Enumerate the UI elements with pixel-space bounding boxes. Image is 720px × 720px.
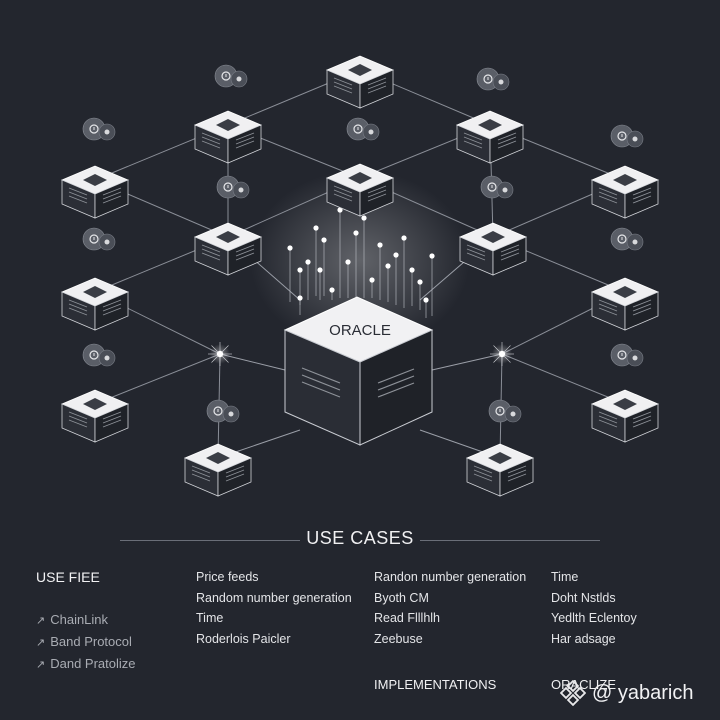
section-title: USE CASES <box>306 528 414 548</box>
signal-dot <box>345 259 351 298</box>
oracle-cube: ORACLE <box>283 296 434 446</box>
use-case-item: Zeebuse <box>374 632 423 646</box>
network-node <box>183 443 253 497</box>
token-icon <box>480 175 514 199</box>
network-node <box>60 277 130 331</box>
use-case-item: Har adsage <box>551 632 616 646</box>
signal-dot <box>329 287 335 300</box>
signal-dot <box>393 252 399 305</box>
use-case-item: Random number generation <box>196 591 352 605</box>
signal-dot <box>417 279 423 310</box>
token-icon <box>82 117 116 141</box>
network-node <box>60 165 130 219</box>
use-case-item: Price feeds <box>196 570 259 584</box>
arrow-icon: ↗ <box>36 659 46 671</box>
token-icons <box>82 64 644 423</box>
signal-dot <box>305 259 311 300</box>
signal-dot <box>423 297 429 318</box>
use-case-item: Time <box>196 611 224 625</box>
signal-dot <box>401 235 407 308</box>
junction-hub <box>208 342 232 366</box>
network-node <box>465 443 535 497</box>
oracle-link <box>219 353 286 371</box>
token-icon <box>346 117 380 141</box>
signal-dot <box>369 277 375 298</box>
token-icon <box>216 175 250 199</box>
token-icon <box>610 124 644 148</box>
signal-dot <box>287 245 293 302</box>
signal-dot <box>409 267 415 306</box>
use-case-item: Randon number generation <box>374 570 527 584</box>
divider-right <box>420 540 600 541</box>
use-case-item: Yedlth Eclentoy <box>551 611 637 625</box>
network-node <box>193 110 263 164</box>
list-item: ↗Dand Pratolize <box>36 656 136 671</box>
token-icon <box>82 343 116 367</box>
use-case-item: Roderlois Paicler <box>196 632 291 646</box>
watermark: @ yabarich <box>560 680 693 706</box>
token-icon <box>610 227 644 251</box>
oracle-glow <box>250 170 470 350</box>
network-node <box>325 163 395 217</box>
signal-dot <box>297 295 303 315</box>
junction-hub <box>490 342 514 366</box>
list-item: ↗Band Protocol <box>36 634 132 649</box>
token-icon <box>214 64 248 88</box>
use-fiee-heading: USE FIEE <box>36 569 100 585</box>
network-node <box>590 277 660 331</box>
token-icon <box>610 343 644 367</box>
implementations-label: IMPLEMENTATIONS <box>374 677 497 692</box>
oracle-network-diagram: ORACLE <box>60 55 660 497</box>
use-case-item: Time <box>551 570 579 584</box>
signal-dot <box>321 237 327 296</box>
list-item: ↗ChainLink <box>36 612 109 627</box>
token-icon <box>206 399 240 423</box>
oracle-link <box>431 353 503 371</box>
network-node <box>458 222 528 276</box>
network-nodes <box>60 55 660 497</box>
junction-hubs <box>208 342 514 366</box>
signal-dot <box>429 253 435 316</box>
signal-dot <box>353 230 359 298</box>
binance-logo-icon <box>560 680 586 706</box>
signal-dot <box>377 242 383 300</box>
network-node <box>193 222 263 276</box>
signal-dot <box>385 263 391 302</box>
token-icon <box>476 67 510 91</box>
use-case-item: Read Flllhlh <box>374 611 441 625</box>
arrow-icon: ↗ <box>36 615 46 627</box>
signal-dot <box>361 215 367 298</box>
signal-dot <box>317 267 323 300</box>
network-node <box>590 389 660 443</box>
watermark-text: @ yabarich <box>592 681 694 704</box>
oracle-label: ORACLE <box>329 322 391 339</box>
network-node <box>455 110 525 164</box>
token-icon <box>488 399 522 423</box>
use-case-item: Doht Nstlds <box>551 591 616 605</box>
network-edge <box>94 353 221 405</box>
signal-dot <box>313 225 319 296</box>
token-icon <box>82 227 116 251</box>
data-signal-dots <box>287 207 435 318</box>
network-node <box>60 389 130 443</box>
network-node <box>325 55 395 109</box>
arrow-icon: ↗ <box>36 637 46 649</box>
use-case-item: Byoth CM <box>374 591 429 605</box>
signal-dot <box>337 207 343 298</box>
network-edge <box>501 353 626 405</box>
divider-left <box>120 540 300 541</box>
network-node <box>590 165 660 219</box>
